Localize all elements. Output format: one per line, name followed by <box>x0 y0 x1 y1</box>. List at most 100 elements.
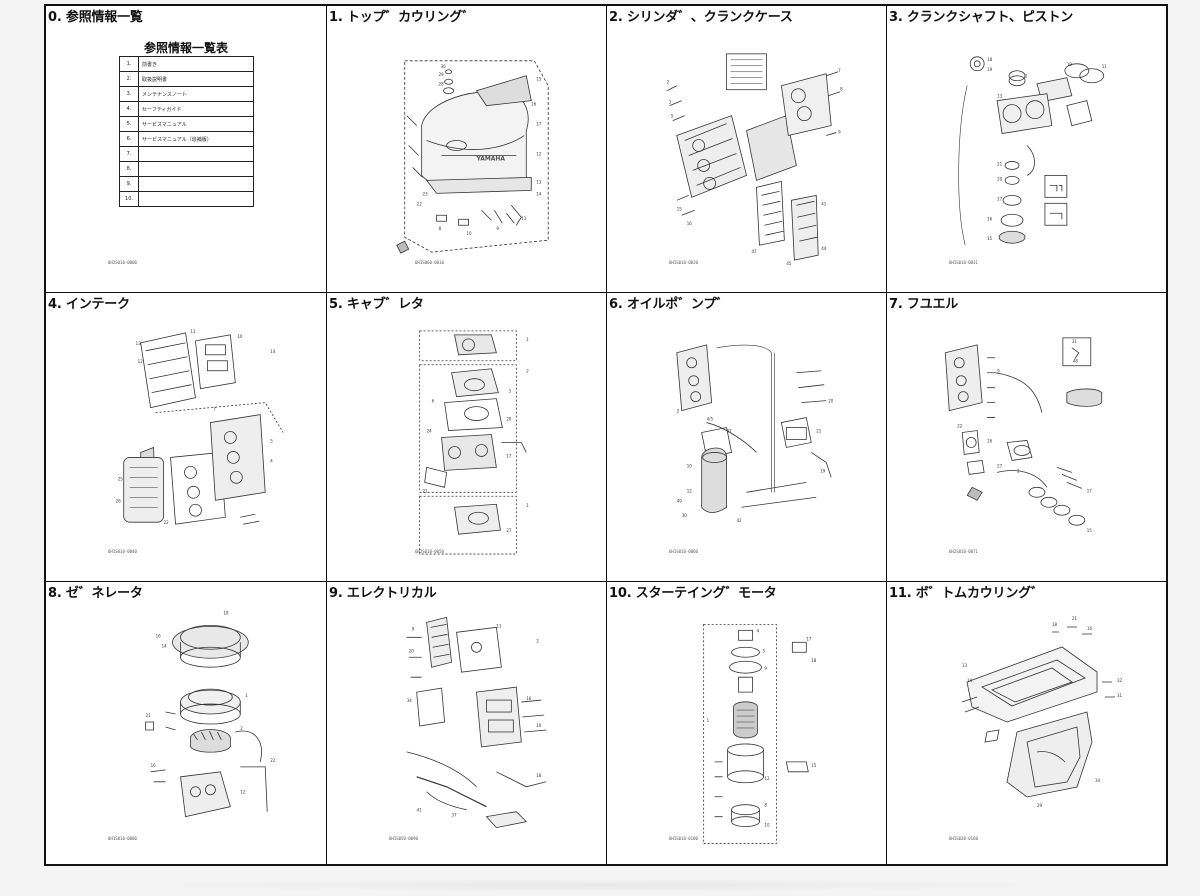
svg-text:28: 28 <box>439 82 445 87</box>
reference-row-number: 2. <box>119 71 139 87</box>
svg-text:48: 48 <box>1073 359 1079 364</box>
svg-text:2: 2 <box>536 638 539 643</box>
reference-row-label <box>138 161 254 177</box>
svg-text:15: 15 <box>677 206 683 211</box>
figure-code: 6H2S010-0000 <box>108 260 137 265</box>
reference-row-number: 7. <box>119 146 139 162</box>
svg-text:3: 3 <box>508 389 511 394</box>
svg-text:1: 1 <box>526 337 529 342</box>
svg-text:8: 8 <box>764 803 767 808</box>
figure-code: 6H1S010-0031 <box>949 260 978 265</box>
svg-text:5: 5 <box>270 438 273 443</box>
panel-title: 9. エレクトリカル <box>329 586 437 601</box>
svg-text:27: 27 <box>506 528 512 533</box>
svg-text:25: 25 <box>118 476 124 481</box>
svg-text:30: 30 <box>682 513 688 518</box>
figure-code: 6H1S030-0160 <box>949 836 978 841</box>
panel-crankshaft-piston[interactable]: 3. クランクシャフト、ピストン <box>887 6 1166 293</box>
reference-row-number: 5. <box>119 116 139 132</box>
reference-row: 4.セーフティガイド <box>119 101 254 117</box>
figure-code: 6H1S010-0080 <box>108 836 137 841</box>
svg-text:8: 8 <box>840 87 843 92</box>
svg-text:15: 15 <box>987 236 993 241</box>
svg-text:10: 10 <box>467 231 473 236</box>
svg-text:17: 17 <box>536 122 542 127</box>
panel-title: 0. 参照情報一覧 <box>48 10 143 25</box>
svg-text:7: 7 <box>213 407 216 412</box>
reference-row: 8. <box>119 161 254 177</box>
svg-text:5: 5 <box>671 114 674 119</box>
figure-code: 6H1S010-0040 <box>108 549 137 554</box>
panel-title: 1. トップ゛カウリング゛ <box>329 10 475 25</box>
reference-row: 2.取扱説明書 <box>119 71 254 87</box>
svg-text:34: 34 <box>1095 778 1101 783</box>
svg-text:9: 9 <box>412 626 415 631</box>
figure-code: 6H2S010-0050 <box>415 549 444 554</box>
svg-text:22: 22 <box>164 520 170 525</box>
svg-text:10: 10 <box>237 334 243 339</box>
svg-text:2: 2 <box>677 409 680 414</box>
svg-text:37: 37 <box>727 429 733 434</box>
panel-title: 2. シリンダ゛、クランクケース <box>609 10 793 25</box>
figure-code: 6H1S060-0010 <box>415 260 444 265</box>
reference-row: 7. <box>119 146 254 162</box>
svg-text:14: 14 <box>536 191 542 196</box>
svg-text:10: 10 <box>764 823 770 828</box>
svg-text:2: 2 <box>240 726 243 731</box>
svg-text:9: 9 <box>764 666 767 671</box>
svg-text:15: 15 <box>811 763 817 768</box>
svg-text:16: 16 <box>987 216 993 221</box>
svg-text:17: 17 <box>506 453 512 458</box>
svg-text:15: 15 <box>536 77 542 82</box>
panel-top-cowling[interactable]: 1. トップ゛カウリング゛ YAMAHA <box>327 6 607 293</box>
svg-text:31: 31 <box>1072 339 1078 344</box>
svg-text:18: 18 <box>811 658 817 663</box>
svg-text:17: 17 <box>806 636 812 641</box>
svg-text:21: 21 <box>816 429 822 434</box>
panel-title: 3. クランクシャフト、ピストン <box>889 10 1074 25</box>
svg-text:2: 2 <box>1017 468 1020 473</box>
svg-text:21: 21 <box>1072 616 1078 621</box>
svg-text:45: 45 <box>786 261 792 266</box>
reference-row-label <box>138 176 254 192</box>
svg-text:29: 29 <box>1037 803 1043 808</box>
svg-text:5: 5 <box>762 648 765 653</box>
svg-text:31: 31 <box>1117 693 1123 698</box>
svg-text:1: 1 <box>707 718 710 723</box>
svg-text:11: 11 <box>521 216 527 221</box>
svg-text:2: 2 <box>526 369 529 374</box>
svg-text:41: 41 <box>821 201 827 206</box>
svg-text:4: 4 <box>756 628 759 633</box>
svg-text:4/5: 4/5 <box>707 417 714 422</box>
svg-text:2: 2 <box>667 80 670 85</box>
svg-text:26: 26 <box>116 498 122 503</box>
svg-text:11: 11 <box>496 623 502 628</box>
reference-row: 3.メンテナンスノート <box>119 86 254 102</box>
svg-text:9: 9 <box>838 130 841 135</box>
reference-row: 9. <box>119 176 254 192</box>
svg-text:22: 22 <box>270 758 276 763</box>
svg-text:10: 10 <box>687 463 693 468</box>
reference-row-number: 4. <box>119 101 139 117</box>
svg-text:30: 30 <box>441 64 447 69</box>
reference-row-number: 6. <box>119 131 139 147</box>
reference-row: 1.前書き <box>119 56 254 72</box>
reference-row-number: 1. <box>119 56 139 72</box>
